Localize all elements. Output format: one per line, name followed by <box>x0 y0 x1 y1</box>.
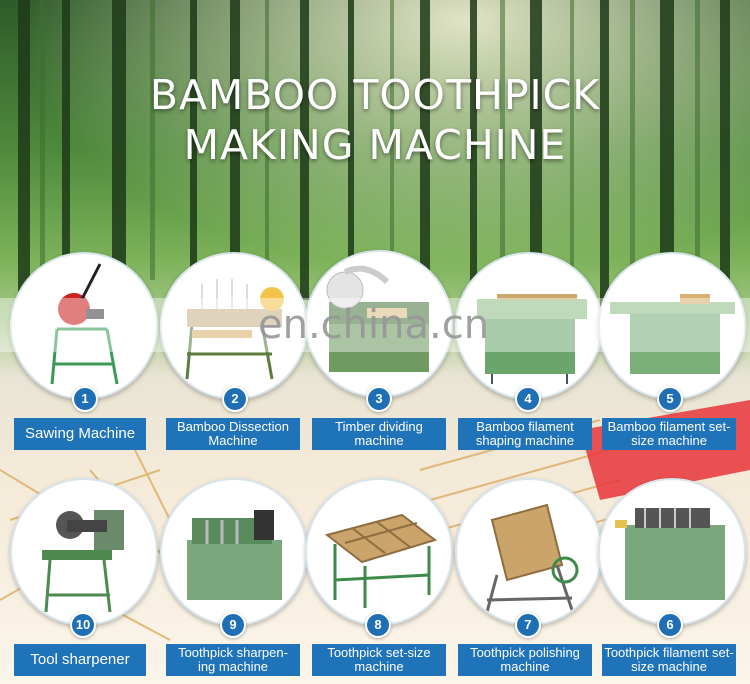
set-size-machine-icon <box>610 294 735 374</box>
machine-6-number: 6 <box>657 612 683 638</box>
machine-5-number: 5 <box>657 386 683 412</box>
machine-4-label: Bamboo filament shaping machine <box>458 418 592 450</box>
machine-1-label: Sawing Machine <box>14 418 146 450</box>
machine-6-label: Toothpick filament set-size machine <box>602 644 736 676</box>
shaping-machine-icon <box>477 294 587 384</box>
machine-9-image <box>160 478 308 626</box>
machine-2-label: Bamboo Dissection Machine <box>166 418 300 450</box>
page-title: BAMBOO TOOTHPICK MAKING MACHINE <box>0 70 750 170</box>
machine-3-number: 3 <box>366 386 392 412</box>
machine-7-number: 7 <box>515 612 541 638</box>
machine-4-number: 4 <box>515 386 541 412</box>
machine-9-label: Toothpick sharpen- ing machine <box>166 644 300 676</box>
machine-3-image <box>305 250 453 398</box>
watermark-text: en.china.cn <box>258 302 490 348</box>
machine-1-number: 1 <box>72 386 98 412</box>
machine-1-image <box>10 252 158 400</box>
machine-2-image <box>160 252 308 400</box>
saw-machine-icon <box>50 263 119 385</box>
machine-5-image <box>598 252 746 400</box>
machine-10-label: Tool sharpener <box>14 644 146 676</box>
filament-set-size-icon <box>615 508 725 600</box>
machine-8-label: Toothpick set-size machine <box>312 644 446 676</box>
machine-8-number: 8 <box>365 612 391 638</box>
machine-2-number: 2 <box>222 386 248 412</box>
machine-7-image <box>455 478 603 626</box>
dividing-machine-icon <box>326 265 429 372</box>
machine-5-label: Bamboo filament set-size machine <box>602 418 736 450</box>
title-line-1: BAMBOO TOOTHPICK <box>149 71 601 119</box>
tool-sharpener-icon <box>42 510 124 613</box>
machine-7-label: Toothpick polishing machine <box>458 644 592 676</box>
machine-6-image <box>598 478 746 626</box>
machine-8-image <box>305 478 453 626</box>
machine-9-number: 9 <box>220 612 246 638</box>
sharpening-machine-icon <box>187 510 282 600</box>
dissection-machine-icon <box>185 279 284 380</box>
machine-10-number: 10 <box>70 612 96 638</box>
set-size-table-icon <box>324 513 438 608</box>
machine-3-label: Timber dividing machine <box>312 418 446 450</box>
machine-10-image <box>10 478 158 626</box>
watermark-band: en.china.cn <box>0 298 750 352</box>
title-line-2: MAKING MACHINE <box>183 121 567 169</box>
polishing-machine-icon <box>485 503 579 613</box>
